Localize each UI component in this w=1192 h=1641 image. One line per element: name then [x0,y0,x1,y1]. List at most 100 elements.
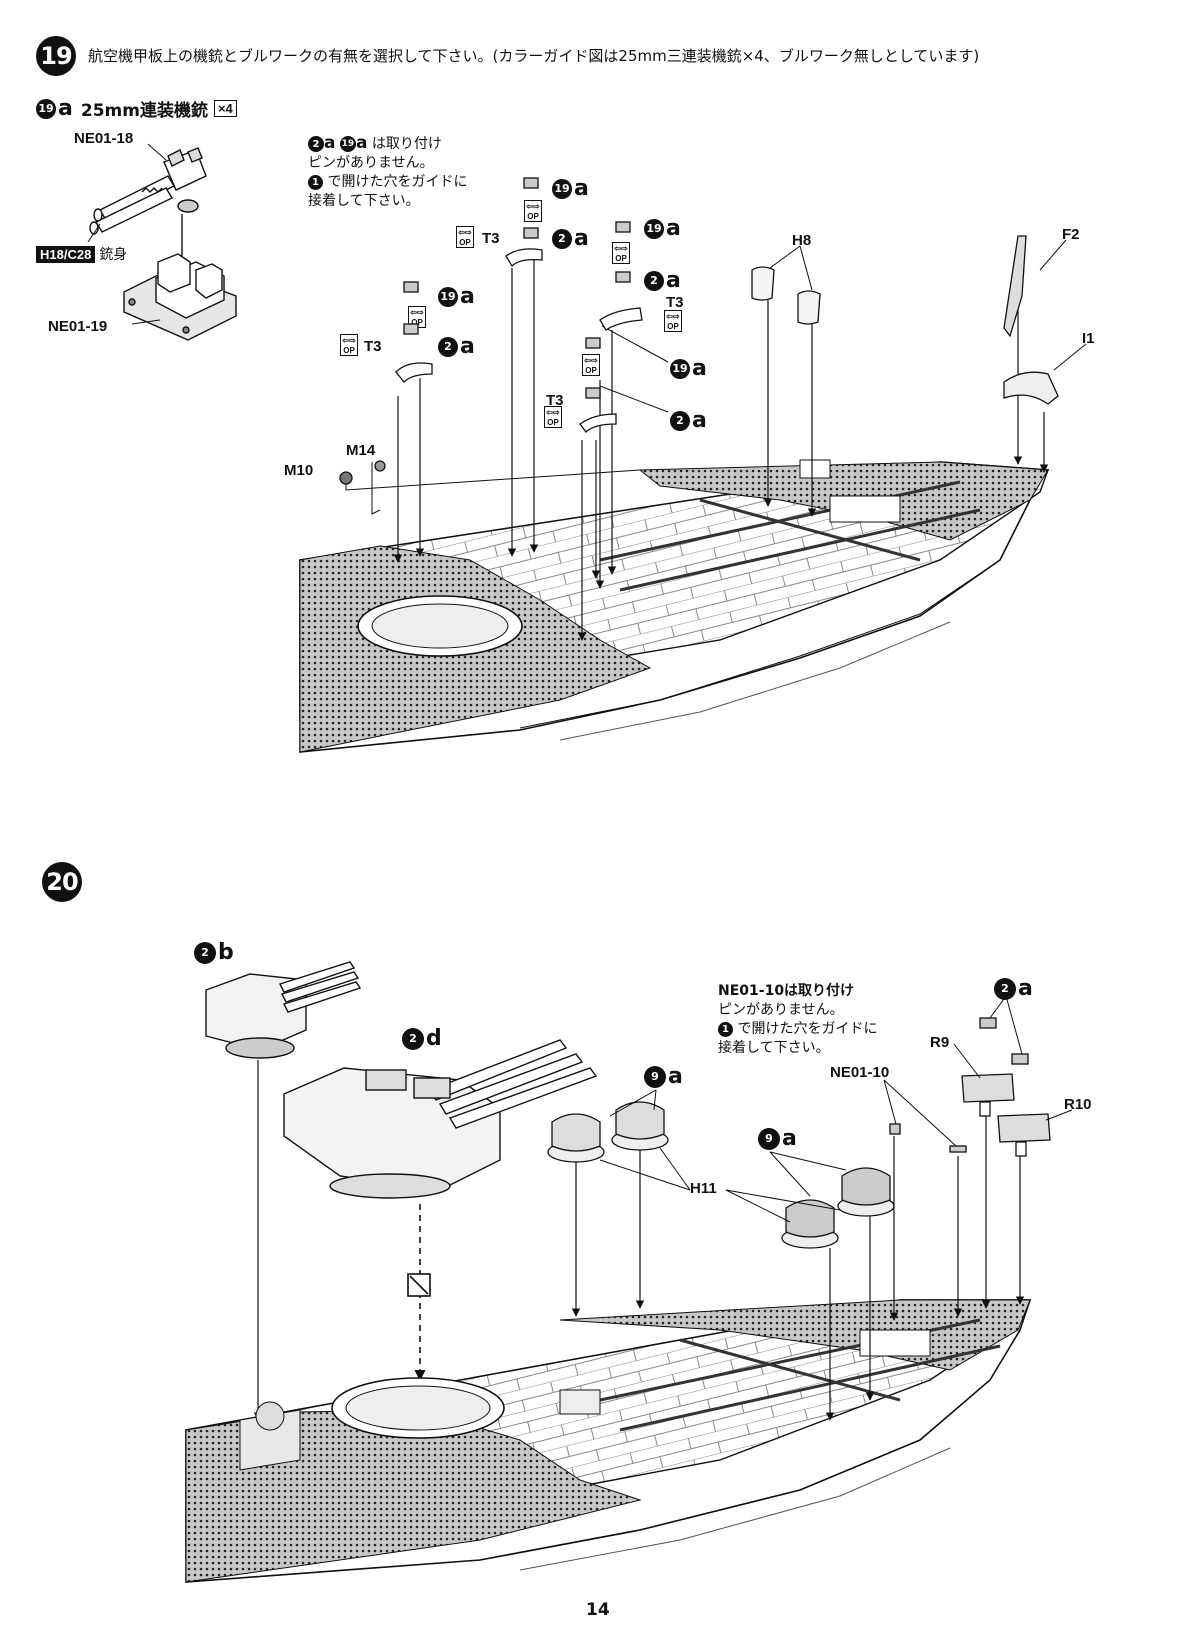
ref-suffix: a [460,284,475,309]
barrel-text: 銃身 [99,247,128,263]
ref-badge: 2 [194,941,216,964]
note-line-2: ピンがありません。 [308,155,434,171]
part-h11-label: H11 [690,1180,717,1197]
h11-parts [547,1101,895,1249]
op-icon-8: ⇦⇨OP [544,406,562,428]
step-19-number: 19 [40,42,72,70]
part-r10-label: R10 [1064,1096,1092,1113]
part-t3-label-1: T3 [482,230,500,247]
barrel-label: H18/C28 銃身 [36,244,127,264]
page-number: 14 [586,1600,610,1620]
step-20-note: NE01-10は取り付け ピンがありません。 1 で開けた穴をガイドに 接着して… [718,982,877,1058]
ref-suffix: a [1018,976,1033,1001]
turret-2d-drawing [283,1039,598,1199]
ref-suffix: a [666,268,681,293]
op-icon-2: ⇦⇨OP [456,226,474,248]
part-h18-c28-tag: H18/C28 [36,245,96,263]
subassembly-name: 25mm連装機銃 [80,101,208,121]
part-ne01-18-label: NE01-18 [74,130,134,147]
note-line-1-text: は取り付け [371,136,442,152]
subassembly-19a-title: 19 a 25mm連装機銃 ×4 [36,96,237,121]
ref-suffix: a [574,176,589,201]
part-ne01-19-label: NE01-19 [48,318,108,335]
part-r9-label: R9 [930,1034,950,1051]
ref-suffix: a [574,226,589,251]
note-suffix-a: a [324,133,336,153]
note-badge-1: 1 [308,174,323,190]
part-t3-label-2: T3 [666,294,684,311]
part-t3-label-4: T3 [546,392,564,409]
step-19-badge: 19 [36,36,76,76]
ref-badge: 2 [552,228,572,249]
ref-badge: 9 [758,1127,780,1150]
note-20-line-3: 1 で開けた穴をガイドに [718,1020,877,1039]
op-icon-5: ⇦⇨OP [664,310,682,332]
op-icon-7: ⇦⇨OP [582,354,600,376]
step20-leaders [599,995,1073,1223]
ref-suffix: a [692,408,707,433]
step-20-badge: 20 [42,862,82,902]
ship19-hull [299,459,1050,753]
part-m10-label: M10 [284,462,314,479]
sub-leader-ne0119 [131,319,161,325]
step-19-instruction: 航空機甲板上の機銃とブルワークの有無を選択して下さい。(カラーガイド図は25mm… [88,47,980,65]
sub-leader-barrel [87,223,101,243]
ship20-hull [185,1299,1032,1583]
note-20-line-2: ピンがありません。 [718,1002,844,1018]
ref-badge: 2 [994,977,1016,1000]
note-line-3: 1 で開けた穴をガイドに [308,173,467,192]
ref-suffix: a [692,356,707,381]
ref-suffix: b [218,940,234,965]
note-20-line-1: NE01-10は取り付け [718,983,855,999]
op-icon-3: ⇦⇨OP [612,242,630,264]
op-icon-6: ⇦⇨OP [340,334,358,356]
note-20-badge-1: 1 [718,1021,733,1037]
no-glue-icon [407,1273,431,1297]
ref-suffix: a [666,216,681,241]
note-20-line-3-text: で開けた穴をガイドに [737,1021,878,1037]
part-h8-label: H8 [792,232,812,249]
ref-badge: 2 [438,336,458,357]
subassembly-suffix: a [58,96,73,121]
ref-badge: 2 [670,410,690,431]
step-20-number: 20 [46,868,78,896]
ref-badge: 19 [644,218,664,239]
note-badge-19: 19 [339,136,356,152]
ship19-parts [339,177,1059,485]
ship19-arrows [393,258,1049,641]
quantity-badge: ×4 [213,100,237,117]
note-suffix-a2: a [355,133,368,153]
ref-suffix: a [782,1126,797,1151]
subassembly-badge: 19 [36,98,56,119]
ref-badge: 2 [402,1027,424,1050]
sub-gun-drawing [89,147,207,235]
part-ne01-10-label: NE01-10 [830,1064,890,1081]
ref-badge: 19 [552,178,572,199]
r-parts [889,1017,1051,1157]
op-icon-4: ⇦⇨OP [408,306,426,328]
turret-2b-drawing [205,961,362,1059]
ref-badge: 19 [438,286,458,307]
part-f2-label: F2 [1062,226,1080,243]
ref-badge: 2 [644,270,664,291]
ref-suffix: a [460,334,475,359]
note-20-line-4: 接着して下さい。 [718,1040,830,1056]
part-t3-label-3: T3 [364,338,382,355]
op-icon-1: ⇦⇨OP [524,200,542,222]
ref-badge: 19 [670,358,690,379]
note-badge-2: 2 [308,136,324,152]
